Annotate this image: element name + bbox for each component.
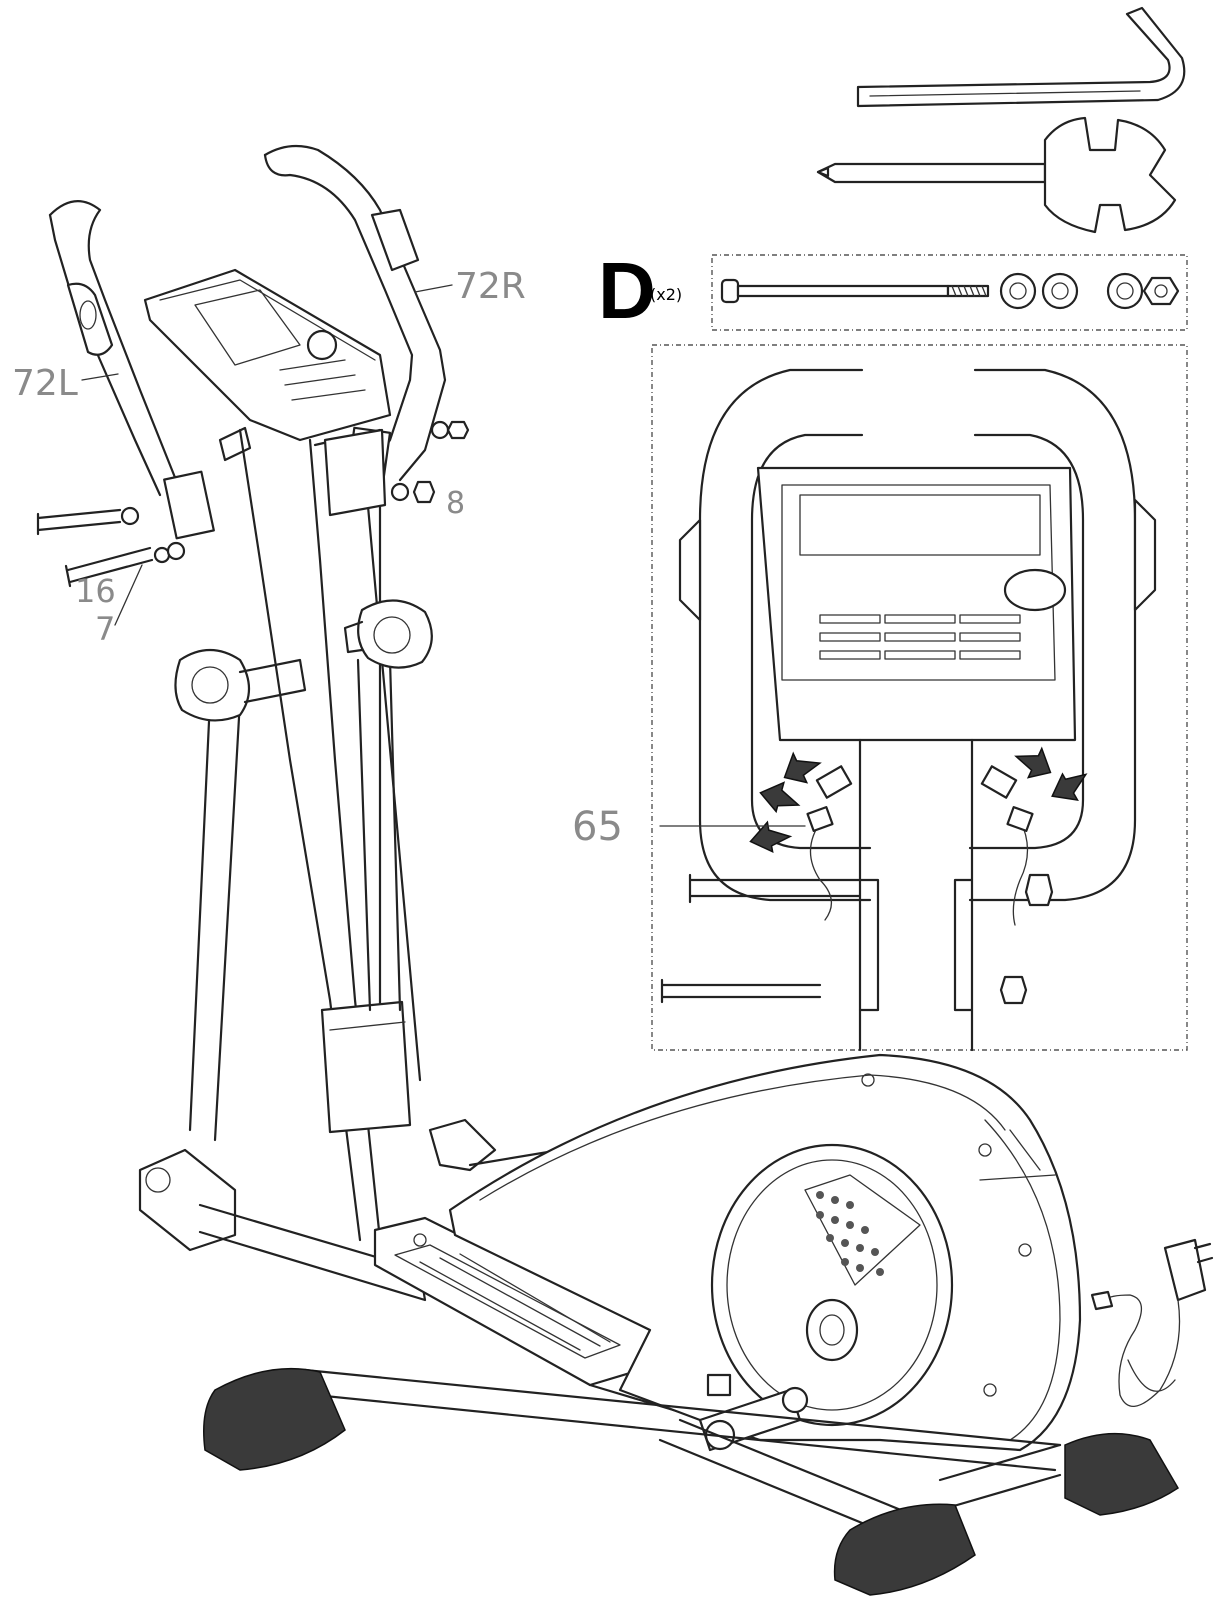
hardware-quantity: (x2) bbox=[650, 285, 682, 304]
washer-icon bbox=[999, 272, 1144, 310]
bolts-left bbox=[36, 506, 186, 588]
hardware-letter: D bbox=[598, 246, 656, 335]
console-buttons bbox=[819, 614, 1021, 660]
power-adapter-icon bbox=[1090, 1238, 1214, 1407]
nut-icon bbox=[1142, 276, 1180, 306]
mast bbox=[238, 428, 422, 1242]
label-nut: 8 bbox=[446, 486, 465, 521]
vent-holes bbox=[816, 1191, 884, 1276]
arm-tubes bbox=[174, 599, 433, 1142]
label-cable: 65 bbox=[572, 804, 623, 850]
bolt-icon bbox=[720, 278, 990, 304]
wrench-screwdriver-icon bbox=[816, 116, 1177, 234]
foot-left-front bbox=[203, 1367, 346, 1471]
foot-right-rear bbox=[1064, 1432, 1180, 1516]
handlebar-left bbox=[48, 200, 215, 540]
label-handle-right: 72R bbox=[455, 266, 526, 307]
foot-right-front bbox=[833, 1503, 976, 1596]
hardware-box: D (x2) bbox=[598, 246, 1188, 335]
label-handle-left: 72L bbox=[12, 363, 78, 404]
flywheel-housing bbox=[413, 1053, 1082, 1452]
arrow-icon bbox=[749, 746, 1088, 854]
console bbox=[143, 268, 392, 462]
nuts-right bbox=[390, 420, 470, 504]
detail-inset: 65 bbox=[572, 344, 1188, 1052]
label-washer: 7 bbox=[95, 610, 115, 648]
allen-key-icon bbox=[856, 6, 1186, 108]
label-bolt: 16 bbox=[75, 572, 116, 610]
